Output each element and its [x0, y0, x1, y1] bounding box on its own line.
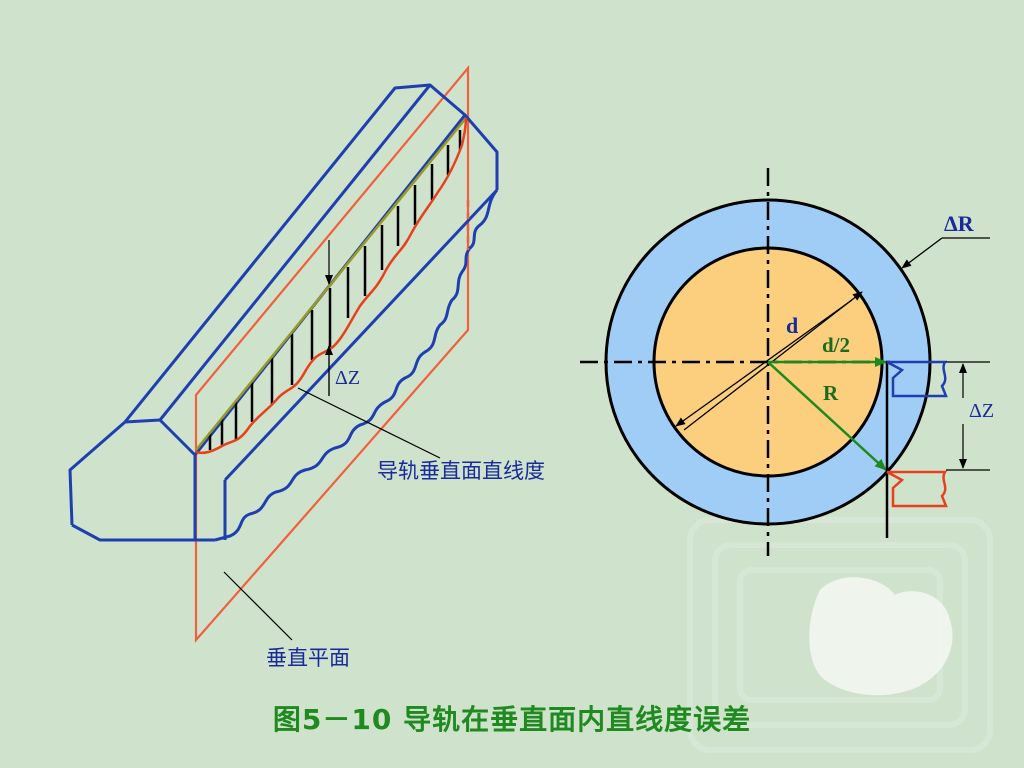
figure-caption: 图5－10 导轨在垂直面内直线度误差 [272, 703, 752, 736]
straightness-hatch [208, 130, 462, 450]
lower-tool-tip [886, 470, 948, 508]
vertical-plane-leader [223, 571, 293, 641]
ring-delta-z-dimension [946, 361, 990, 471]
ring-delta-z-label: ΔZ [969, 400, 994, 422]
straightness-label: 导轨垂直面直线度 [377, 459, 545, 483]
upper-tool-tip [886, 360, 948, 398]
straightness-leader [297, 387, 441, 459]
dragon-ornament-icon [809, 577, 953, 696]
radius-arrow [767, 361, 887, 471]
vertical-plane-label: 垂直平面 [266, 646, 350, 670]
rail-delta-z-label: ΔZ [335, 367, 360, 389]
vertical-plane [194, 64, 470, 643]
half-d-label: d/2 [822, 333, 850, 357]
ring-section: ΔR d d/2 R ΔZ [580, 168, 994, 556]
delta-r-label: ΔR [944, 211, 975, 236]
guide-rail: ΔZ 导轨垂直面直线度 垂直平面 [68, 64, 545, 670]
actual-profile-curve [195, 117, 468, 455]
rail-outline [68, 83, 499, 542]
d-label: d [786, 313, 798, 338]
r-label: R [823, 381, 839, 405]
